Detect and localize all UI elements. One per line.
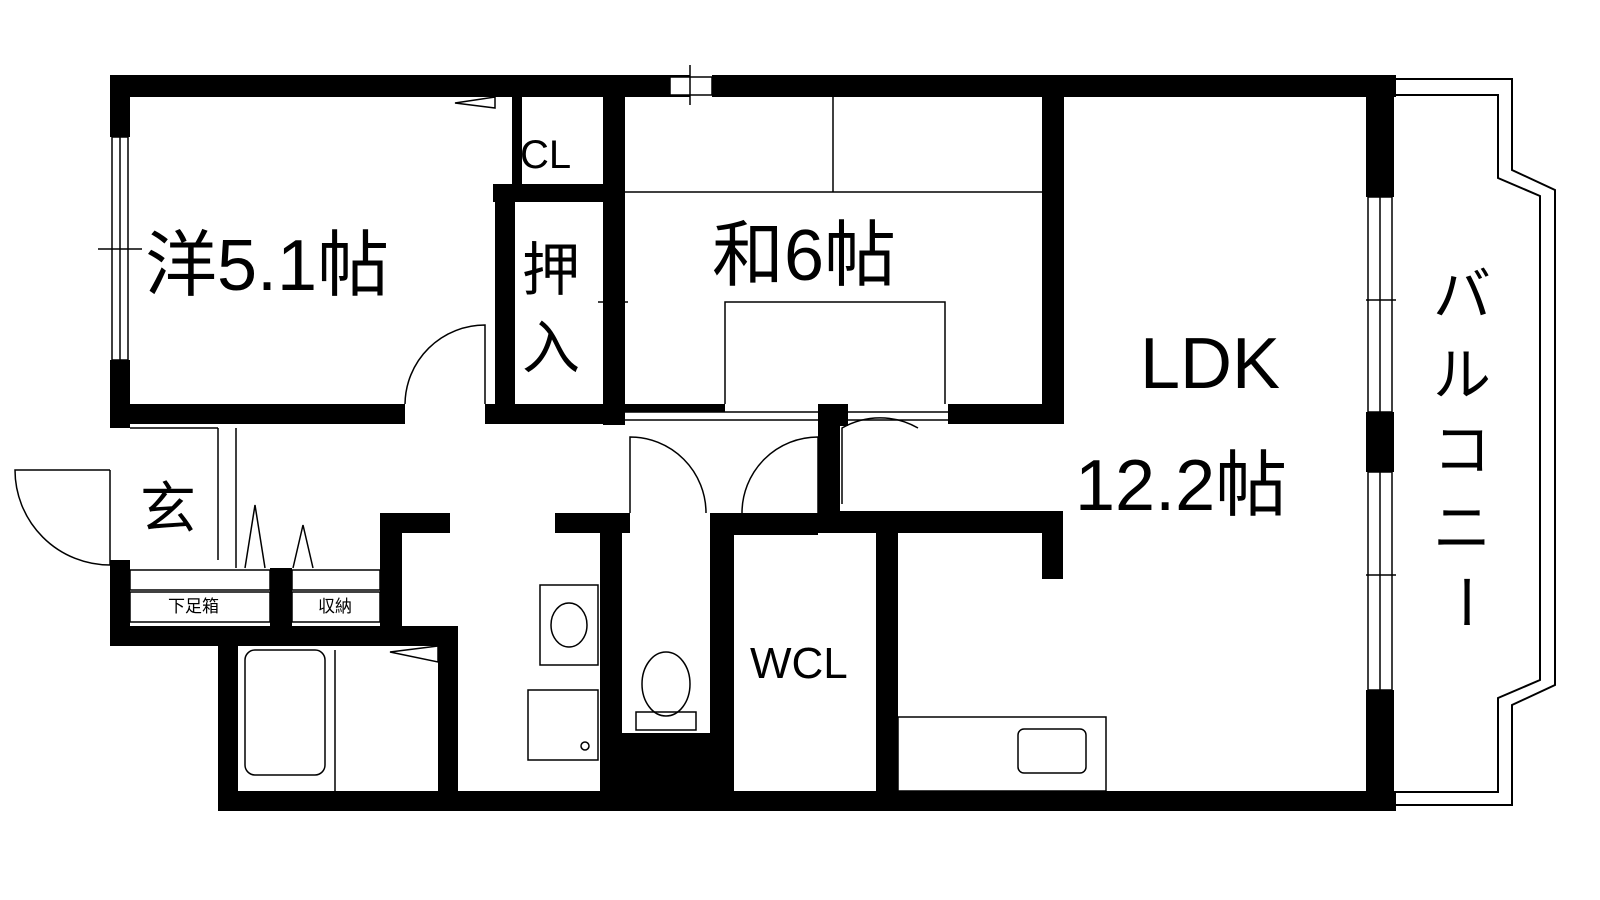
balcony-char-2: ル <box>1433 343 1491 408</box>
entrance-label: 玄 <box>140 477 196 540</box>
exterior-walls <box>110 75 1396 811</box>
balcony-outline <box>1396 78 1556 806</box>
japanese-room-label: 和6帖 <box>712 216 896 296</box>
doors <box>14 96 919 663</box>
western-room-label: 洋5.1帖 <box>145 226 389 306</box>
interior-walls <box>110 97 1064 811</box>
balcony-char-5: ー <box>1432 573 1497 631</box>
windows <box>98 65 1396 691</box>
storage-label: 収納 <box>318 597 352 616</box>
ldk-label: LDK <box>1140 324 1280 404</box>
tatami-lines <box>598 97 1042 421</box>
oshiire-label-bottom: 入 <box>522 316 580 381</box>
shoe-box-label: 下足箱 <box>168 597 219 616</box>
walk-in-closet-label: WCL <box>750 639 848 688</box>
balcony-label: バ ル コ ニ ー <box>1432 263 1497 631</box>
entrance-details <box>129 427 381 626</box>
ldk-size-label: 12.2帖 <box>1075 446 1287 526</box>
oshiire-label-top: 押 <box>522 238 580 303</box>
fixtures <box>244 584 1107 792</box>
balcony-char-3: コ <box>1433 418 1491 483</box>
balcony-char-1: バ <box>1433 263 1491 328</box>
balcony-char-4: ニ <box>1433 496 1491 561</box>
closet-label: CL <box>520 133 571 177</box>
